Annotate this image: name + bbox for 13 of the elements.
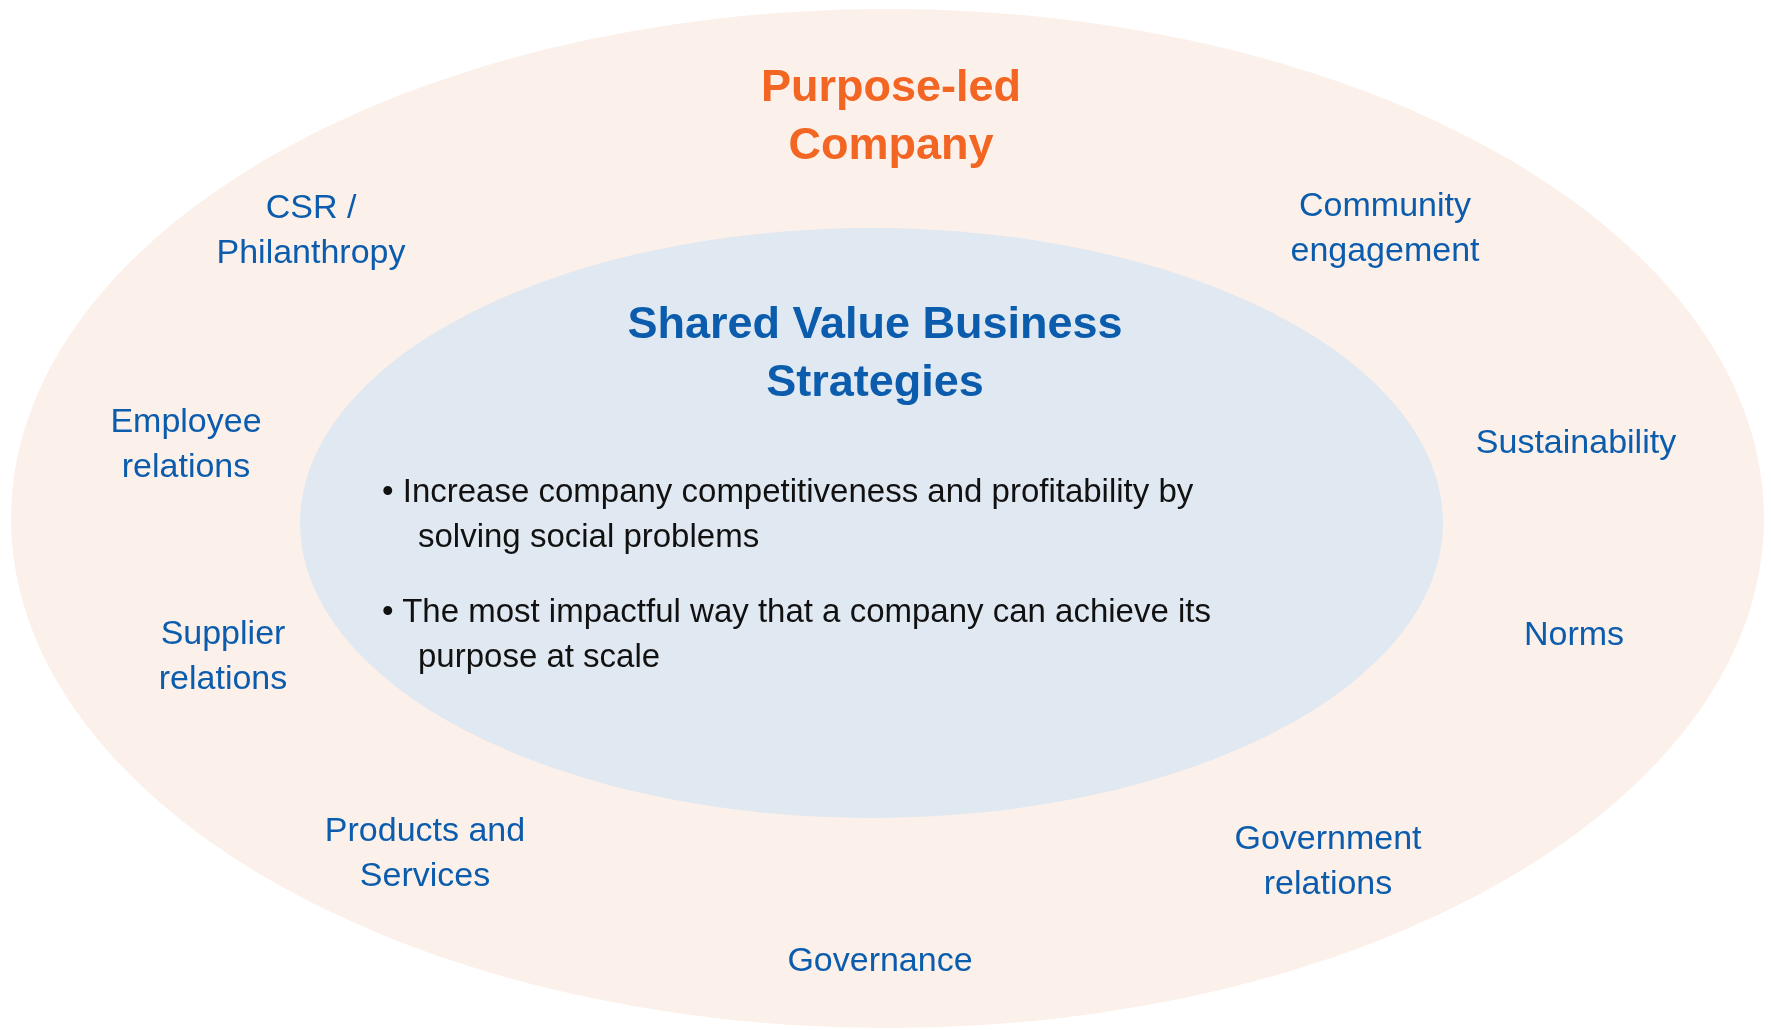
bullet-text: • Increase company competitiveness and profitability by solving social problems (382, 471, 1195, 556)
area-label: Supplier relations (157, 612, 289, 698)
area-label: Government relations (1233, 817, 1423, 903)
bullet-text: • The most impactful way that a company can achieve its purpose at scale (382, 591, 1212, 676)
area-label: Governance (786, 938, 974, 980)
area-label: Norms (1522, 612, 1626, 654)
area-label: Products and Services (323, 809, 527, 895)
area-label: Community engagement (1289, 184, 1481, 270)
heading-text: Shared Value Business Strategies (626, 296, 1124, 408)
heading-text: Purpose-led Company (759, 59, 1022, 171)
area-label: Employee relations (109, 400, 263, 486)
area-label: CSR / Philanthropy (215, 186, 407, 272)
area-label: Sustainability (1474, 420, 1678, 462)
